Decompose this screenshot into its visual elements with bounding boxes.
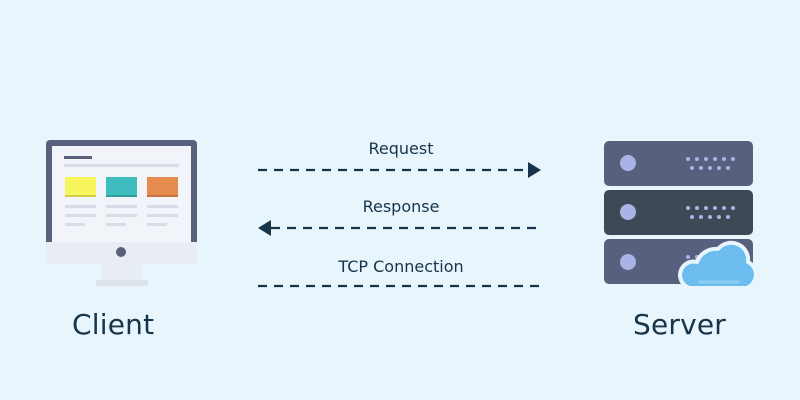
response-label: Response xyxy=(362,197,440,216)
desktop-monitor-icon xyxy=(46,140,197,286)
server-label: Server xyxy=(633,308,727,341)
response-arrow xyxy=(258,220,541,236)
client-label: Client xyxy=(72,308,155,341)
tcp-connection-label: TCP Connection xyxy=(338,257,464,276)
cloud-icon xyxy=(678,240,758,290)
request-arrow xyxy=(258,162,541,178)
request-label: Request xyxy=(368,139,434,158)
